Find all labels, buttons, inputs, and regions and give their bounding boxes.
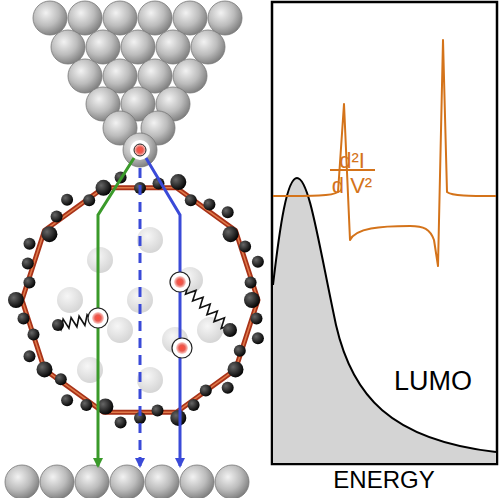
carbon-atom	[97, 399, 113, 415]
substrate-atom	[75, 465, 109, 498]
tip-atom	[208, 1, 242, 35]
halo	[130, 140, 150, 160]
carbon-atom	[170, 410, 186, 426]
lumo-curve	[273, 178, 496, 452]
tip-atom	[121, 30, 155, 64]
carbon-atom	[170, 174, 186, 190]
carbon-atom	[222, 382, 234, 394]
elastic-arrow	[139, 168, 142, 466]
tip-atom	[86, 30, 120, 64]
carbon-atom	[200, 385, 212, 397]
tip-atom	[33, 1, 67, 35]
carbon-atom	[228, 361, 244, 377]
carbon-atom	[223, 323, 237, 337]
halo	[172, 338, 192, 358]
substrate-atom	[215, 465, 249, 498]
derivative-numerator: d²I	[339, 150, 365, 172]
carbon-atom	[251, 313, 263, 325]
carbon-atom	[185, 194, 197, 206]
carbon-atom	[96, 180, 112, 196]
tip-atom	[51, 30, 85, 64]
carbon-atom	[24, 238, 36, 250]
carbon-atom	[222, 206, 234, 218]
stm-tip	[33, 1, 242, 167]
substrate-atom	[180, 465, 214, 498]
inelastic-arrow	[146, 158, 180, 466]
fullerene-cage	[8, 158, 264, 466]
carbon-atom	[188, 399, 200, 411]
carbon-atom	[80, 399, 92, 411]
substrate-atom	[110, 465, 144, 498]
tip-atom	[156, 30, 190, 64]
carbon-atom	[234, 345, 246, 357]
carbon-atom	[22, 258, 34, 270]
carbon-atom	[8, 292, 24, 308]
apex-atom	[123, 133, 157, 167]
carbon-atom	[152, 405, 164, 417]
carbon-atom	[252, 332, 264, 344]
carbon-atom	[203, 199, 215, 211]
substrate-atom	[5, 465, 39, 498]
carbon-atom	[245, 277, 257, 289]
tip-atom	[103, 1, 137, 35]
carbon-atom	[18, 313, 30, 325]
plot-frame	[272, 2, 497, 464]
electron	[176, 342, 188, 354]
carbon-atom	[24, 350, 36, 362]
carbon-atom	[28, 329, 40, 341]
substrate	[5, 465, 249, 498]
carbon-atom	[244, 292, 260, 308]
inner-atom	[197, 317, 223, 343]
carbon-atom	[55, 373, 67, 385]
substrate-atom	[145, 465, 179, 498]
lumo-fill	[273, 178, 496, 463]
tip-atom	[191, 30, 225, 64]
inner-atom	[87, 247, 113, 273]
carbon-atom	[61, 394, 73, 406]
carbon-atom	[37, 361, 53, 377]
tip-atom	[68, 1, 102, 35]
inner-atom	[107, 317, 133, 343]
carbon-atom	[223, 226, 239, 242]
carbon-atom	[61, 194, 73, 206]
inner-atom	[57, 287, 83, 313]
axis-label: ENERGY	[333, 468, 434, 492]
carbon-atom	[252, 256, 264, 268]
derivative-denominator: d V²	[332, 175, 372, 197]
tip-atom	[173, 1, 207, 35]
halo	[88, 308, 108, 328]
tip-atom	[138, 1, 172, 35]
substrate-atom	[40, 465, 74, 498]
carbon-atom	[115, 417, 127, 429]
orbital-label: LUMO	[394, 368, 472, 395]
carbon-atom	[51, 211, 63, 223]
electron	[92, 312, 104, 324]
carbon-atom	[41, 226, 57, 242]
carbon-atom	[23, 277, 35, 289]
electron	[174, 276, 186, 288]
electron	[134, 144, 146, 156]
d2i-curve	[273, 40, 496, 266]
carbon-atom	[239, 240, 251, 252]
halo	[170, 272, 190, 292]
carbon-atom	[52, 319, 64, 331]
carbon-atom	[83, 194, 95, 206]
